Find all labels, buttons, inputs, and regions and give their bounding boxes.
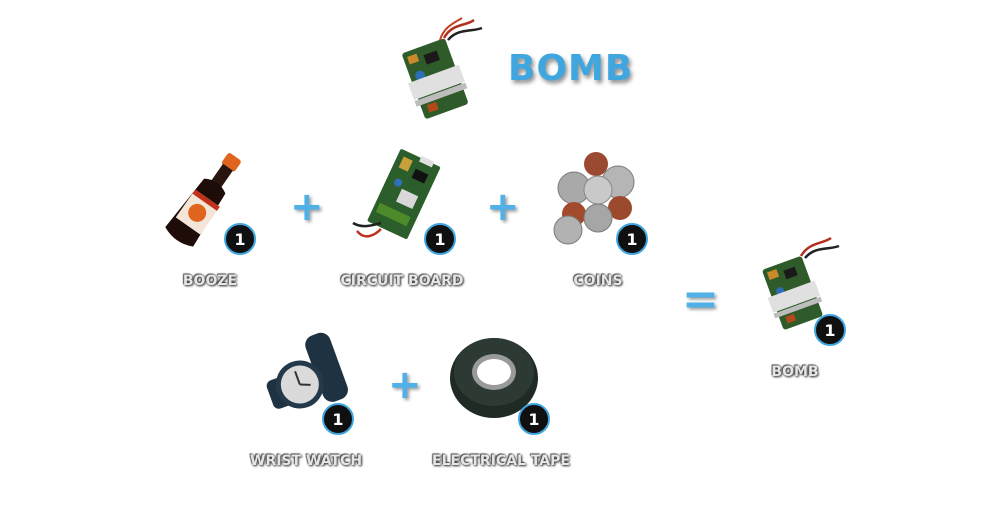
- ingredient-label: CIRCUIT BOARD: [340, 273, 464, 289]
- quantity-badge: 1: [616, 223, 648, 255]
- ingredient-label: BOOZE: [182, 273, 238, 289]
- ingredient-label: COINS: [573, 273, 623, 289]
- ingredient-circuit-board[interactable]: 1 CIRCUIT BOARD: [340, 145, 470, 290]
- quantity-badge: 1: [814, 314, 846, 346]
- ingredient-label: WRIST WATCH: [250, 453, 363, 469]
- ingredient-coins[interactable]: 1 COINS: [548, 148, 658, 290]
- ingredient-electrical-tape[interactable]: 1 ELECTRICAL TAPE: [430, 328, 575, 473]
- ingredient-booze[interactable]: 1 BOOZE: [150, 145, 270, 290]
- coins-icon: [548, 148, 648, 248]
- wrist-watch-icon: [256, 328, 356, 428]
- quantity-badge: 1: [322, 403, 354, 435]
- result-label: BOMB: [771, 364, 819, 380]
- plus-operator: +: [388, 362, 422, 408]
- result-bomb[interactable]: 1 BOMB: [745, 236, 855, 386]
- quantity-badge: 1: [424, 223, 456, 255]
- title-bomb-icon: [382, 17, 492, 128]
- plus-operator: +: [290, 184, 324, 230]
- ingredient-label: ELECTRICAL TAPE: [432, 453, 570, 469]
- equals-operator: =: [682, 274, 719, 325]
- circuit-board-icon: [345, 145, 455, 255]
- quantity-badge: 1: [518, 403, 550, 435]
- bomb-icon: [745, 236, 845, 336]
- plus-operator: +: [486, 184, 520, 230]
- electrical-tape-icon: [444, 328, 544, 428]
- booze-bottle-icon: [150, 145, 260, 255]
- ingredient-wrist-watch[interactable]: 1 WRIST WATCH: [250, 328, 370, 473]
- quantity-badge: 1: [224, 223, 256, 255]
- recipe-title: BOMB: [508, 48, 634, 89]
